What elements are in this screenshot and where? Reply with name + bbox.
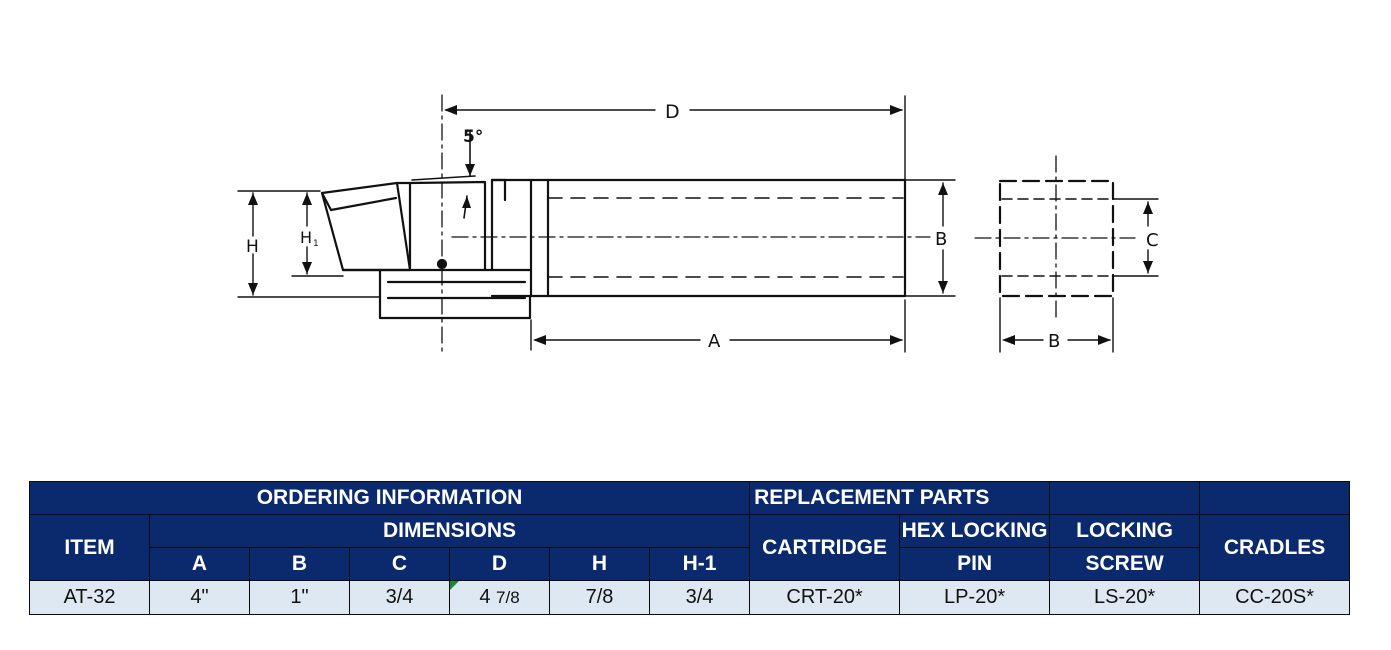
cell-c: 3/4 <box>349 580 450 615</box>
col-h-header: H <box>549 547 650 581</box>
label-angle: 5° <box>463 127 483 147</box>
cell-d-fraction: 7/8 <box>496 588 520 607</box>
hex-pin-header: PIN <box>899 547 1051 581</box>
locking-header: LOCKING <box>1049 514 1201 548</box>
cell-cradles: CC-20S* <box>1199 580 1351 615</box>
col-b-header: B <box>249 547 350 581</box>
cell-a: 4" <box>149 580 250 615</box>
replacement-parts-header: REPLACEMENT PARTS <box>749 481 1051 515</box>
label-b-end: B <box>1048 331 1060 352</box>
cartridge-header: CARTRIDGE <box>749 514 901 581</box>
ordering-table: ORDERING INFORMATION REPLACEMENT PARTS I… <box>28 481 1351 615</box>
holder-body-outline <box>490 178 907 298</box>
hex-locking-header: HEX LOCKING <box>899 514 1051 548</box>
label-b-side: B <box>935 229 947 250</box>
label-h: H <box>246 237 259 257</box>
cell-b: 1" <box>249 580 350 615</box>
col-a-header: A <box>149 547 250 581</box>
col-d-header: D <box>449 547 550 581</box>
label-h1-subscript: 1 <box>313 239 319 249</box>
cell-locking-screw: LS-20* <box>1049 580 1201 615</box>
cell-cartridge: CRT-20* <box>749 580 901 615</box>
lower-shank <box>378 268 532 320</box>
dimensions-header: DIMENSIONS <box>148 514 751 548</box>
technical-drawing: D 5° H H 1 B C A B <box>237 94 1159 356</box>
cell-h1: 3/4 <box>648 580 751 615</box>
label-d: D <box>665 101 680 123</box>
table-row: AT-32 4" 1" 3/4 4 7/8 7/8 3/4 CRT-20* LP… <box>29 580 1351 615</box>
label-c: C <box>1146 230 1159 251</box>
cradles-header: CRADLES <box>1199 514 1351 581</box>
cell-hex-pin: LP-20* <box>899 580 1051 615</box>
blank-header-cell <box>1049 481 1201 515</box>
cell-h: 7/8 <box>549 580 650 615</box>
ordering-information-header: ORDERING INFORMATION <box>28 481 751 515</box>
cell-d-whole: 4 <box>479 586 491 608</box>
cell-item: AT-32 <box>29 580 150 615</box>
blank-header-cell <box>1199 481 1351 515</box>
holder-front-top <box>490 178 507 202</box>
label-a: A <box>708 331 721 352</box>
col-h1-header: H-1 <box>648 547 751 581</box>
cartridge-outline <box>320 181 412 272</box>
screw-header: SCREW <box>1049 547 1201 581</box>
col-c-header: C <box>349 547 450 581</box>
cell-d: 4 7/8 <box>449 580 550 615</box>
item-header: ITEM <box>29 514 150 581</box>
label-h1: H <box>300 228 312 247</box>
